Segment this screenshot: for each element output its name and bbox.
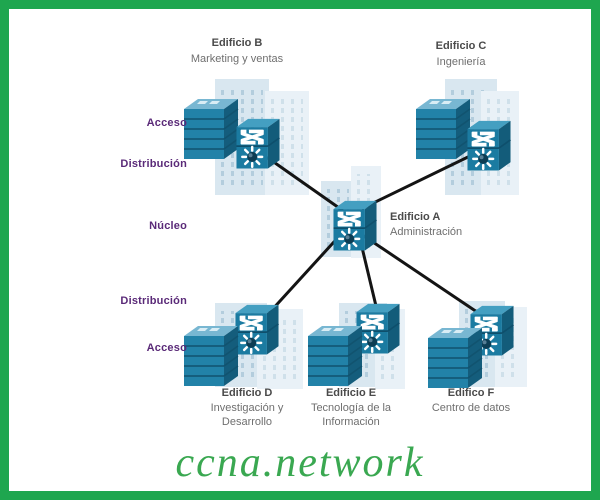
layer-label-acceso-top: Acceso (146, 117, 187, 129)
access-switch-stack-icon-c (414, 89, 472, 159)
node-subtitle-b: Marketing y ventas (190, 53, 284, 65)
distribution-switch-icon-d (233, 298, 281, 358)
node-subtitle-d: Investigación y Desarrollo (210, 402, 284, 428)
node-title-a: Edificio A (390, 211, 441, 223)
node-subtitle-c: Ingeniería (436, 56, 486, 68)
link-c-to-a (361, 154, 472, 210)
core-switch-icon-a (331, 194, 379, 254)
node-subtitle-e: Tecnología de la Información (310, 402, 392, 428)
layer-label-distribucion-top: Distribución (120, 158, 187, 170)
distribution-switch-icon-b (234, 112, 282, 172)
link-d-to-a (268, 230, 345, 314)
node-title-d: Edificio D (221, 387, 273, 399)
access-switch-stack-icon-b (182, 89, 240, 159)
access-switch-stack-icon-f (426, 318, 484, 388)
link-f-to-a (356, 230, 479, 314)
layer-label-acceso-bottom: Acceso (146, 342, 187, 354)
node-title-b: Edificio B (211, 37, 263, 49)
watermark-text: ccna.network (175, 440, 425, 486)
distribution-switch-icon-c (465, 114, 513, 174)
link-lines (266, 154, 479, 314)
node-title-e: Edificio E (325, 387, 377, 399)
node-subtitle-f: Centro de datos (431, 402, 511, 414)
layer-label-nucleo: Núcleo (149, 220, 187, 232)
node-subtitle-a: Administración (390, 226, 463, 238)
access-switch-stack-icon-e (306, 316, 364, 386)
node-title-f: Edifico F (447, 387, 495, 399)
access-switch-stack-icon-d (182, 316, 240, 386)
link-b-to-a (266, 156, 344, 212)
layer-label-distribucion-bottom: Distribución (120, 295, 187, 307)
node-title-c: Edificio C (435, 40, 487, 52)
